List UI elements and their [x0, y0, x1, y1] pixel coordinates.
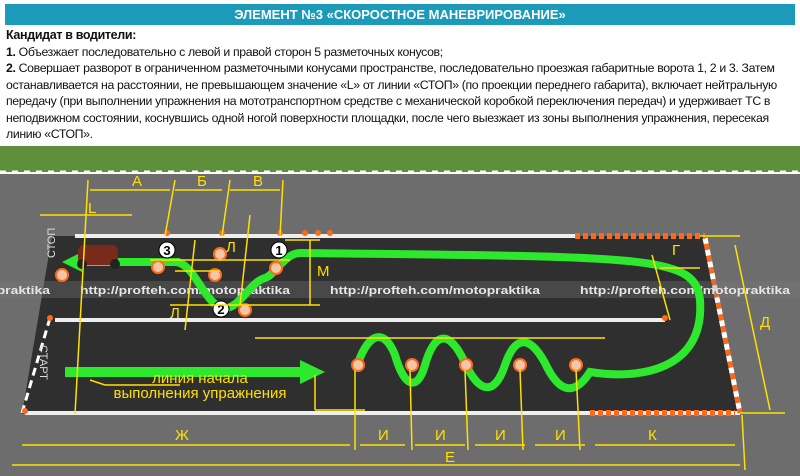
gate-3-label: 3 — [163, 243, 170, 258]
course-diagram: http://profteh.com/motopraktika http://p… — [0, 146, 800, 476]
instructions: Кандидат в водители: 1. Объезжает послед… — [6, 27, 796, 143]
grass — [0, 146, 800, 172]
instruction-item-2: 2. Совершает разворот в ограниченном раз… — [6, 61, 777, 141]
dim-i-4: И — [555, 427, 566, 444]
motorcycle — [77, 245, 120, 269]
dim-gate-width-1: Л — [226, 239, 236, 256]
dimension-lines — [12, 179, 785, 471]
dim-g: Г — [672, 242, 680, 259]
dim-gate-width-2: Л — [170, 305, 180, 322]
dim-a: А — [132, 173, 142, 190]
instructions-heading: Кандидат в водители: — [6, 28, 137, 42]
watermark: http://profteh.com/motopraktika — [80, 285, 291, 297]
dim-m: М — [317, 263, 330, 280]
gate-1-label: 1 — [275, 243, 282, 258]
dim-i-2: И — [435, 427, 446, 444]
page-title: ЭЛЕМЕНТ №3 «СКОРОСТНОЕ МАНЕВРИРОВАНИЕ» — [5, 4, 795, 25]
start-arrow — [65, 367, 305, 377]
watermark: http://profteh.com/motopraktika — [330, 285, 541, 297]
watermark: http://profteh.com/motopraktika — [0, 285, 51, 297]
start-line — [20, 317, 52, 414]
instruction-item-1: 1. Объезжает последовательно с левой и п… — [6, 44, 443, 59]
dim-v: В — [253, 173, 263, 190]
dim-l: L — [88, 200, 96, 217]
dim-k: К — [648, 427, 657, 444]
dim-i-3: И — [495, 427, 506, 444]
start-line-label-1: линия начала — [152, 370, 248, 387]
start-line-label-2: выполнения упражнения — [114, 385, 287, 402]
right-border — [702, 237, 743, 414]
gate-markers: 1 2 3 — [158, 241, 288, 318]
watermark: http://profteh.com/motopraktika — [580, 285, 791, 297]
dim-b: Б — [197, 173, 207, 190]
stop-label: СТОП — [46, 228, 58, 258]
stop-arrow — [80, 258, 180, 266]
gate-2-label: 2 — [217, 302, 224, 317]
dim-i-1: И — [378, 427, 389, 444]
dim-e: Е — [445, 449, 455, 466]
route-path — [174, 248, 705, 393]
dim-d: Д — [760, 314, 770, 331]
dim-zh: Ж — [175, 427, 189, 444]
start-label: СТАРТ — [37, 345, 49, 380]
